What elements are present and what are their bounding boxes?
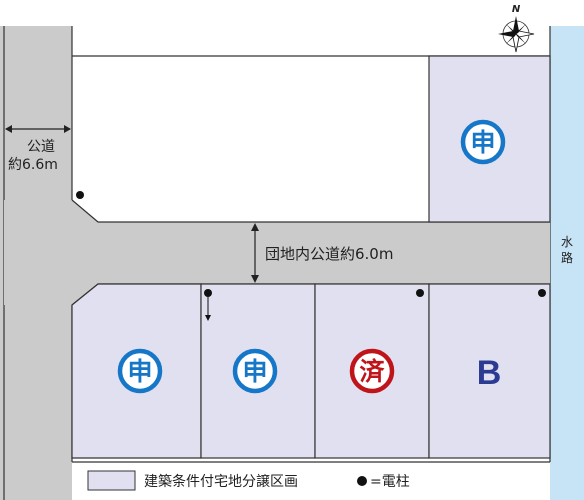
waterway-label-char1: 水 (561, 235, 573, 249)
lot-bottom-4 (428, 283, 551, 459)
applied-mark-circle-icon (460, 119, 506, 165)
legend-lot-swatch (87, 470, 136, 491)
legend-utility-pole-icon (357, 476, 367, 486)
applied-mark-circle-icon (117, 348, 163, 394)
utility-pole-icon (538, 289, 546, 297)
lot-bottom-3-mark: 済 (349, 348, 395, 394)
legend-lot-label: 建築条件付宅地分譲区画 (144, 473, 298, 490)
utility-pole-icon (204, 289, 212, 297)
pole-guy-wire-arrow-icon (205, 297, 211, 321)
internal-road-dimension-arrow (251, 223, 259, 283)
compass-rose-icon (498, 16, 535, 53)
utility-pole-icon (76, 191, 84, 199)
utility-pole-icon (416, 289, 424, 297)
legend-pole-label: =電柱 (370, 474, 410, 490)
sold-mark-circle-icon (349, 348, 395, 394)
internal-road-top-edge (71, 199, 550, 223)
lot-top-right-mark-text: 申 (470, 128, 495, 157)
internal-road (4, 200, 550, 305)
lot-bottom-1-mark-text: 申 (127, 357, 152, 386)
waterway-strip (550, 26, 584, 500)
lot-bottom-2-mark: 申 (232, 348, 278, 394)
applied-mark-circle-icon (232, 348, 278, 394)
lot-top-right-mark: 申 (460, 119, 506, 165)
lot-bottom-4-mark-text: B (477, 354, 502, 392)
lot-bottom-1-mark: 申 (117, 348, 163, 394)
compass-north-label: N (512, 4, 521, 15)
lot-bottom-2-mark-text: 申 (242, 357, 267, 386)
internal-road-label: 団地内公道約6.0m (265, 245, 393, 263)
waterway-label-char2: 路 (561, 250, 573, 265)
lot-bottom-3-mark-text: 済 (359, 357, 385, 386)
public-road-dimension-arrow (5, 125, 71, 133)
public-road-label-line2: 約6.6m (8, 157, 58, 173)
public-road-label-line1: 公道 (27, 139, 55, 155)
